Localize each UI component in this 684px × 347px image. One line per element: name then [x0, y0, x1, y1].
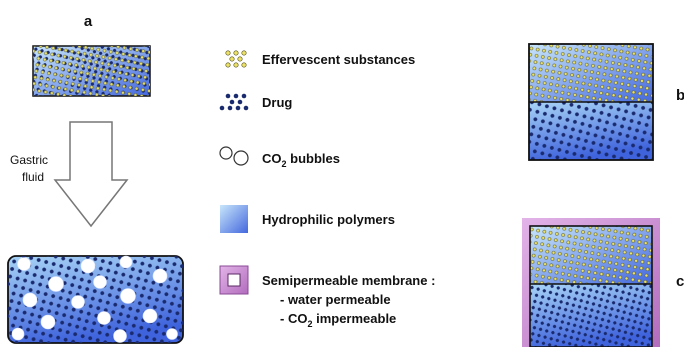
legend: Effervescent substances Drug CO2 bubbles…	[219, 50, 435, 329]
swollen-tablet	[7, 255, 184, 344]
panel-label-b: b	[676, 87, 684, 104]
legend-effervescent-label: Effervescent substances	[262, 52, 415, 67]
tablet-b	[528, 43, 654, 161]
effervescent-swatch-icon	[225, 50, 247, 68]
legend-membrane-line1: - water permeable	[280, 292, 391, 307]
panel-label-a: a	[84, 13, 93, 30]
legend-hydrophilic-label: Hydrophilic polymers	[262, 212, 395, 227]
arrow-label-fluid: fluid	[22, 170, 44, 184]
tablet-a	[32, 45, 151, 97]
legend-membrane-title: Semipermeable membrane :	[262, 273, 435, 288]
co2-bubbles-swatch-icon	[219, 146, 249, 166]
arrow-label-gastric: Gastric	[10, 153, 48, 167]
down-arrow-icon	[53, 121, 129, 228]
tablet-c	[522, 218, 660, 347]
drug-swatch-icon	[219, 93, 249, 111]
legend-drug-label: Drug	[262, 95, 292, 110]
membrane-swatch-icon	[219, 265, 249, 295]
panel-label-c: c	[676, 273, 684, 290]
hydrophilic-polymer-swatch-icon	[220, 205, 248, 233]
legend-co2-label: CO2 bubbles	[262, 151, 340, 169]
legend-membrane-line2: - CO2 impermeable	[280, 311, 396, 329]
co2-bubbles-in-tablet	[11, 255, 178, 343]
